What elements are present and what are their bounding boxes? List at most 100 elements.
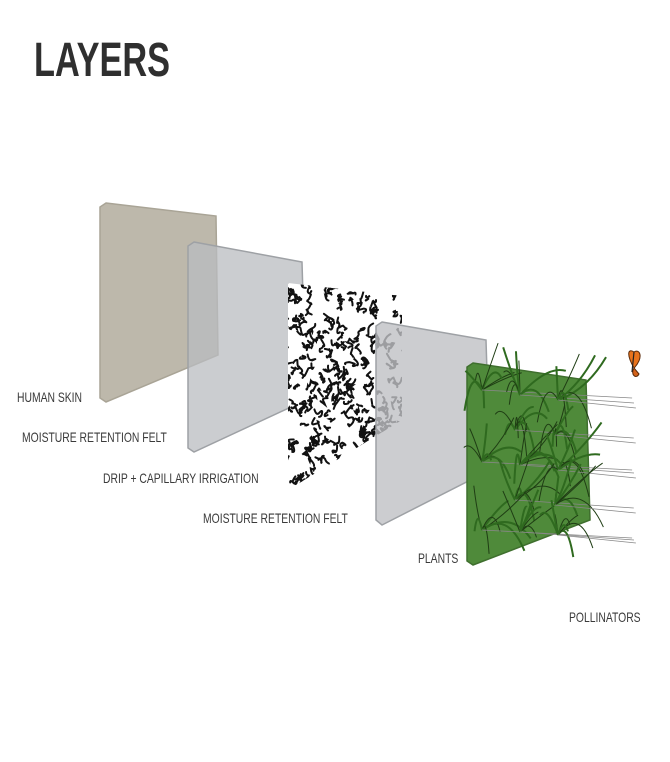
irrigation-channel [303,362,315,377]
irrigation-channel [336,300,344,311]
irrigation-channel [304,484,314,490]
irrigation-channel [316,330,325,339]
irrigation-channel [290,366,296,376]
irrigation-channel [331,393,338,406]
butterfly-icon [628,350,641,377]
irrigation-channel [298,312,304,318]
plant-stem [557,469,636,479]
irrigation-channel [306,353,317,362]
irrigation-channel [323,425,332,432]
grass-blade [514,459,530,501]
plant-stem [557,534,636,544]
irrigation-channel [330,358,339,366]
grass-blade [554,405,574,436]
grass-blade [481,456,512,480]
irrigation-channel [369,341,376,355]
plant-stem [519,464,635,474]
irrigation-channel [288,373,291,379]
irrigation-channel [353,326,366,340]
irrigation-channel [365,370,375,381]
irrigation-channel [360,356,370,365]
grass-blade [557,429,576,471]
irrigation-channel [335,385,345,401]
irrigation-channel [298,354,307,360]
irrigation-channel [288,455,290,466]
grass-blade [550,499,559,536]
irrigation-channel [308,394,318,401]
irrigation-channel [336,293,343,302]
irrigation-channel [288,405,294,413]
irrigation-channel [336,471,344,490]
grass-blade [555,366,559,401]
irrigation-channel [323,409,331,418]
plant-stem [554,434,636,444]
irrigation-channel [325,348,332,359]
irrigation-channel [294,474,305,481]
irrigation-channel [355,301,363,314]
grass-blade [481,423,488,463]
irrigation-channel [321,435,332,446]
grass-blade [557,391,570,411]
irrigation-channel [301,450,308,457]
irrigation-channel [288,298,296,305]
irrigation-channel [288,438,295,450]
irrigation-channel [367,456,374,474]
irrigation-channel [362,383,369,396]
grass-blade [473,517,483,532]
irrigation-channel [306,400,314,413]
label-human-skin: HUMAN SKIN [17,389,83,405]
irrigation-channel [389,283,396,287]
irrigation-channel [368,382,374,396]
grass-blade [554,477,560,506]
irrigation-channel [358,425,365,439]
plant-stem [514,499,634,509]
irrigation-channel [289,439,299,450]
irrigation-channel [356,484,366,490]
irrigation-channel [330,339,340,348]
moisture-felt-panel-1 [187,241,307,453]
irrigation-channel [361,407,370,414]
irrigation-channel [344,339,354,349]
grass-blade [557,453,601,471]
irrigation-channel [334,361,340,371]
irrigation-channel [302,342,311,352]
grass-blade [554,497,604,528]
grass-blade [557,524,569,536]
irrigation-channel [326,417,336,423]
irrigation-channel [296,317,301,327]
irrigation-channel [307,442,313,450]
irrigation-channel [306,339,314,350]
grass-blade [557,460,590,497]
irrigation-channel [316,387,324,398]
grass-blade [557,522,594,549]
irrigation-channel [399,314,402,324]
irrigation-channel [345,378,357,391]
irrigation-channel [340,410,355,421]
grass-blade [514,492,536,522]
plants-panel [463,342,636,566]
grass-blade [557,354,596,401]
irrigation-channel [329,464,337,474]
irrigation-channel [307,457,316,467]
irrigation-channel [346,291,357,296]
irrigation-channel [343,361,358,368]
grass-blade [519,505,528,533]
irrigation-channel [288,374,292,389]
irrigation-channel [304,309,313,317]
irrigation-channel [323,283,330,302]
irrigation-channel [358,420,373,433]
irrigation-channel [306,478,315,490]
irrigation-channel [371,299,378,314]
irrigation-channel [345,476,352,483]
irrigation-channel [334,381,342,387]
irrigation-channel [313,427,321,440]
irrigation-channel [341,368,349,382]
irrigation-channel [288,444,296,453]
grass-blade [481,521,532,540]
grass-blade [469,428,483,463]
plant-stem [554,504,636,514]
irrigation-channel [364,294,371,302]
grass-blade [498,459,516,501]
irrigation-channel [304,283,313,295]
irrigation-channel [370,306,378,320]
